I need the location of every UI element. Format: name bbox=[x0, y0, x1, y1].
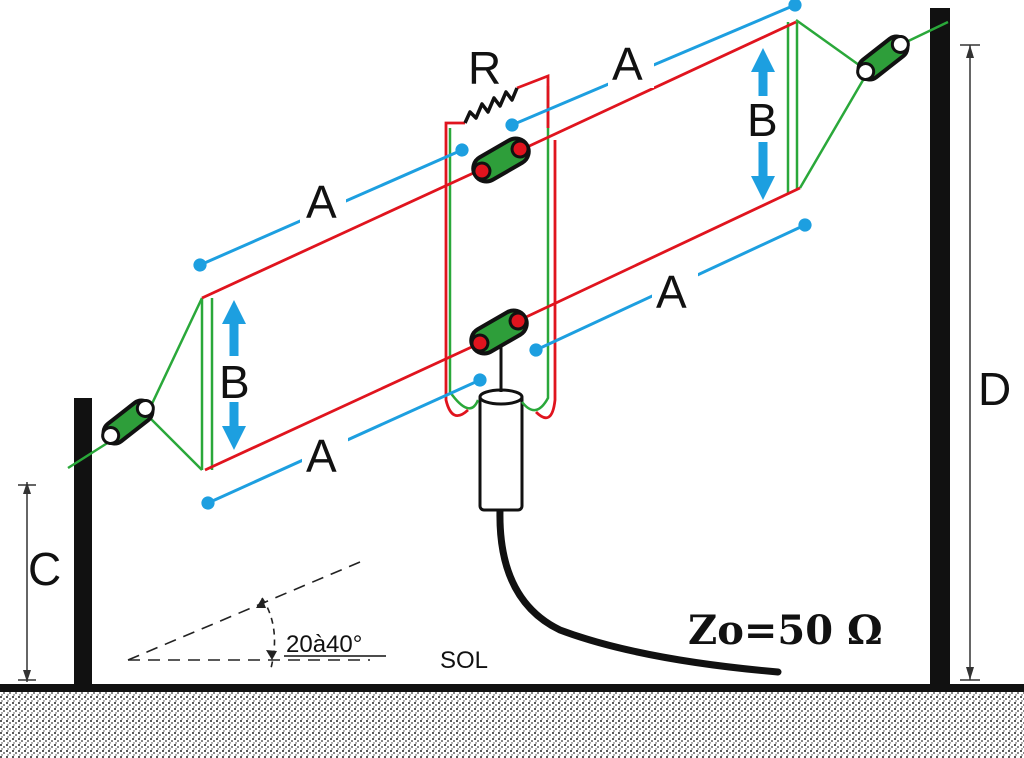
b-label-right: B bbox=[747, 94, 778, 146]
a-label-top-left: A bbox=[306, 176, 337, 228]
ground bbox=[0, 684, 1024, 758]
dimension-b-left bbox=[216, 300, 254, 450]
dimension-d bbox=[960, 44, 980, 681]
b-label-left: B bbox=[219, 356, 250, 408]
a-label-backgrounds bbox=[300, 38, 698, 480]
egg-insulator-icon bbox=[471, 136, 531, 184]
egg-insulator-icon bbox=[469, 308, 529, 356]
label-c: C bbox=[28, 543, 61, 595]
a-label-bottom-right: A bbox=[656, 266, 687, 318]
angle-label: 20à40° bbox=[286, 631, 362, 658]
dimension-b-right bbox=[744, 48, 782, 200]
dimension-c bbox=[18, 482, 36, 682]
impedance-label: Zo=50 Ω bbox=[688, 607, 883, 654]
egg-insulator-icon bbox=[101, 398, 155, 446]
ground-label: SOL bbox=[440, 647, 488, 674]
label-d: D bbox=[978, 363, 1011, 415]
a-label-bottom-left: A bbox=[306, 430, 337, 482]
resistor-label: R bbox=[468, 42, 501, 94]
coax-balun-icon bbox=[478, 345, 524, 512]
right-mast bbox=[930, 8, 950, 688]
angle-indicator bbox=[127, 561, 370, 673]
left-mast bbox=[74, 398, 92, 690]
egg-insulator-icon bbox=[856, 34, 910, 82]
a-label-top-right: A bbox=[612, 38, 643, 90]
coax-cable bbox=[496, 506, 782, 676]
